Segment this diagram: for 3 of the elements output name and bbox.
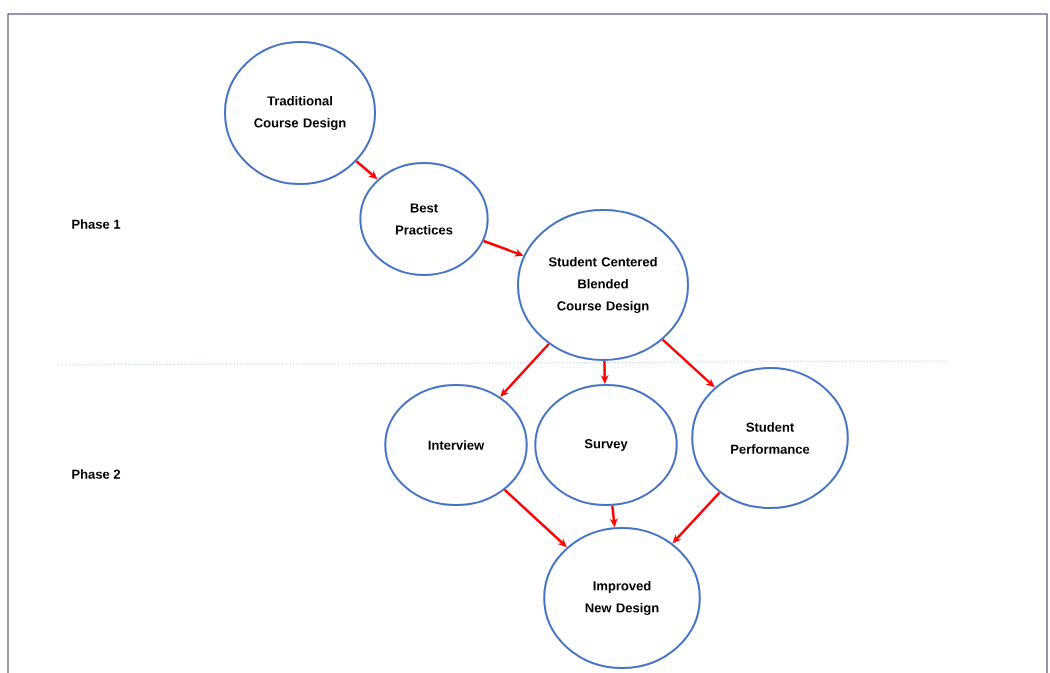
arrow — [500, 343, 550, 397]
phase-label: Phase 2 — [72, 469, 121, 479]
phase-label: Phase 1 — [72, 219, 121, 229]
